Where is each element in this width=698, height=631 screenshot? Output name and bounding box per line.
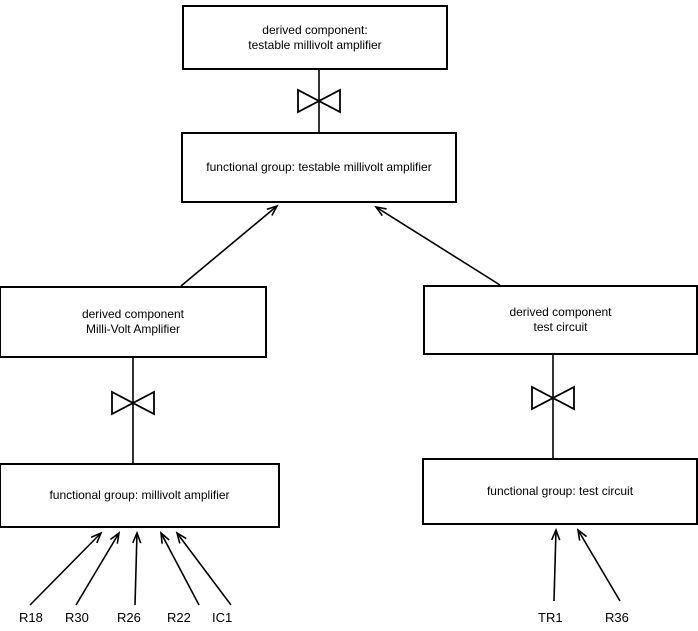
leaf-label-r26: R26 — [117, 610, 141, 625]
leaf-label-r36: R36 — [605, 610, 629, 625]
node-label: derived component test circuit — [509, 305, 612, 334]
leaf-label-r30: R30 — [65, 610, 89, 625]
bowtie-right-triangle-icon — [317, 88, 341, 114]
dependency-arrow — [180, 204, 279, 287]
node-label: functional group: testable millivolt amp… — [206, 160, 432, 174]
node-label: functional group: millivolt amplifier — [49, 488, 230, 502]
node-fg-test-circuit[interactable]: functional group: test circuit — [422, 458, 698, 525]
realization-connector — [531, 355, 575, 458]
bowtie-left-triangle-icon — [297, 88, 321, 114]
dependency-arrow — [29, 531, 103, 606]
leaf-label-r18: R18 — [19, 610, 43, 625]
realization-connector — [297, 70, 341, 132]
dependency-arrow — [576, 528, 621, 602]
node-derived-test-circuit[interactable]: derived component test circuit — [423, 285, 698, 355]
bowtie-left-triangle-icon — [111, 390, 135, 416]
node-fg-millivolt-amplifier[interactable]: functional group: millivolt amplifier — [0, 463, 280, 528]
node-derived-milli-volt-amplifier[interactable]: derived component Milli-Volt Amplifier — [0, 286, 267, 358]
arrow-group — [29, 204, 621, 606]
node-label: derived component Milli-Volt Amplifier — [81, 307, 185, 336]
dependency-arrow — [159, 531, 200, 606]
node-label: derived component: testable millivolt am… — [248, 22, 382, 52]
dependency-arrow — [131, 530, 142, 606]
node-fg-testable-millivolt-amplifier[interactable]: functional group: testable millivolt amp… — [181, 132, 457, 203]
dependency-arrow — [75, 531, 121, 606]
bowtie-right-triangle-icon — [131, 390, 155, 416]
leaf-label-tr1: TR1 — [538, 610, 563, 625]
node-label: functional group: test circuit — [486, 484, 634, 498]
dependency-arrow — [550, 527, 561, 602]
dependency-arrow — [374, 205, 501, 286]
bowtie-connector-group — [111, 70, 575, 463]
dependency-arrow — [175, 531, 232, 606]
leaf-label-ic1: IC1 — [212, 610, 233, 625]
leaf-label-r22: R22 — [167, 610, 191, 625]
bowtie-right-triangle-icon — [551, 385, 575, 411]
realization-connector — [111, 358, 155, 463]
node-derived-testable-millivolt-amplifier[interactable]: derived component: testable millivolt am… — [182, 5, 448, 70]
bowtie-left-triangle-icon — [531, 385, 555, 411]
